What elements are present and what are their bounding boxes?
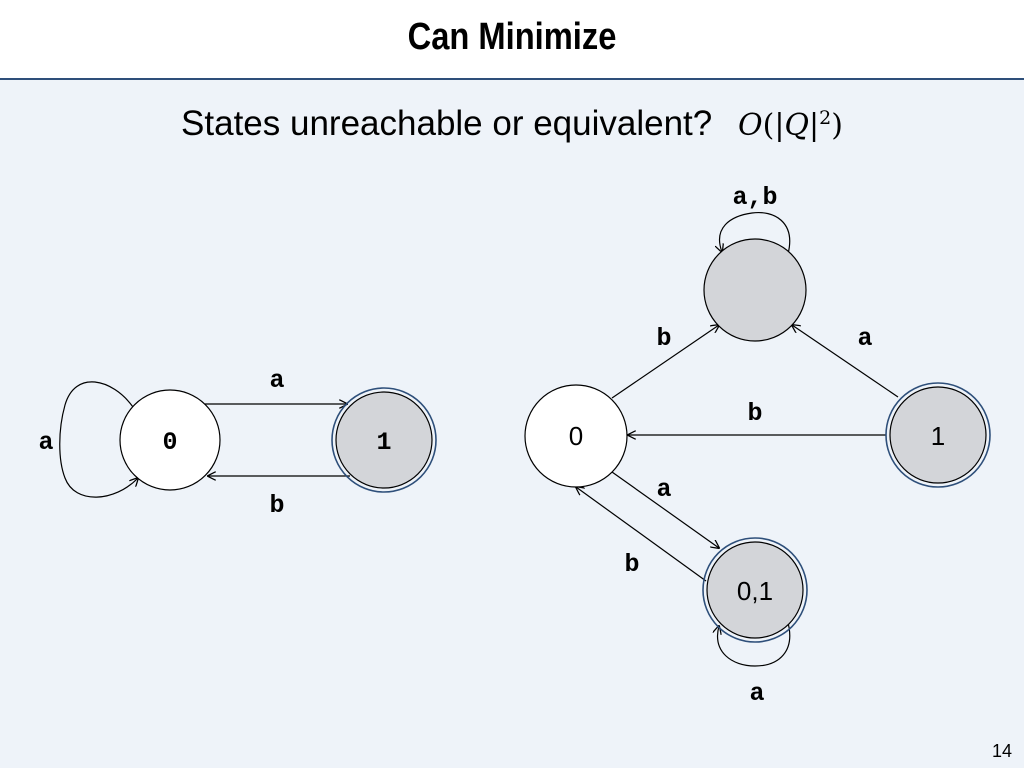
right-edge-01-self-label: a [749, 679, 764, 708]
right-edge-1-to-dead [792, 325, 899, 398]
right-state-1 [889, 386, 987, 484]
left-edge-0-to-1-label: a [269, 366, 284, 395]
right-edge-1-to-dead-label: a [857, 324, 872, 353]
right-state-dead [703, 238, 807, 342]
left-dfa: 0 1 a a b [38, 366, 437, 520]
slide-title: Can Minimize [407, 16, 617, 58]
page-number: 14 [991, 741, 1012, 761]
right-edge-0-to-dead [611, 325, 719, 399]
exponent: 2 [819, 107, 832, 129]
right-edge-01-self-loop [718, 618, 791, 667]
left-state-1-accept-ring [331, 387, 437, 493]
subtitle-text: States unreachable or equivalent? [181, 104, 713, 143]
left-edge-0-self-label: a [38, 428, 53, 457]
left-state-1 [335, 391, 433, 489]
right-edge-dead-self-loop [720, 211, 791, 254]
left-state-0 [119, 389, 221, 491]
right-state-1-accept-ring [885, 382, 991, 488]
right-dfa: 0 1 0,1 a,b b a b a b a [524, 183, 991, 708]
state-set-symbol: Q [784, 108, 810, 143]
right-edge-0-to-01 [611, 471, 719, 548]
slide-subtitle: States unreachable or equivalent? O(|Q|2… [0, 104, 1024, 144]
right-state-01-label: 0,1 [737, 576, 773, 606]
slide-header: Can Minimize [0, 0, 1024, 80]
complexity-formula: O(|Q|2) [738, 107, 843, 143]
left-edge-1-to-0-label: b [269, 491, 284, 520]
left-edge-0-self-loop [59, 381, 138, 498]
left-state-0-label: 0 [162, 428, 177, 457]
right-state-01-accept-ring [702, 537, 808, 643]
right-state-0-label: 0 [569, 421, 583, 451]
right-state-01 [706, 541, 804, 639]
right-edge-dead-self-label: a,b [732, 183, 777, 212]
right-edge-1-to-0-label: b [747, 399, 762, 428]
right-edge-0-to-01-label: a [656, 475, 671, 504]
right-edge-0-to-dead-label: b [656, 324, 671, 353]
right-edge-01-to-0 [576, 487, 707, 582]
left-state-1-label: 1 [376, 428, 391, 457]
right-edge-01-to-0-label: b [624, 550, 639, 579]
big-o-symbol: O [738, 108, 763, 143]
right-state-0 [524, 384, 628, 488]
right-state-1-label: 1 [931, 421, 945, 451]
